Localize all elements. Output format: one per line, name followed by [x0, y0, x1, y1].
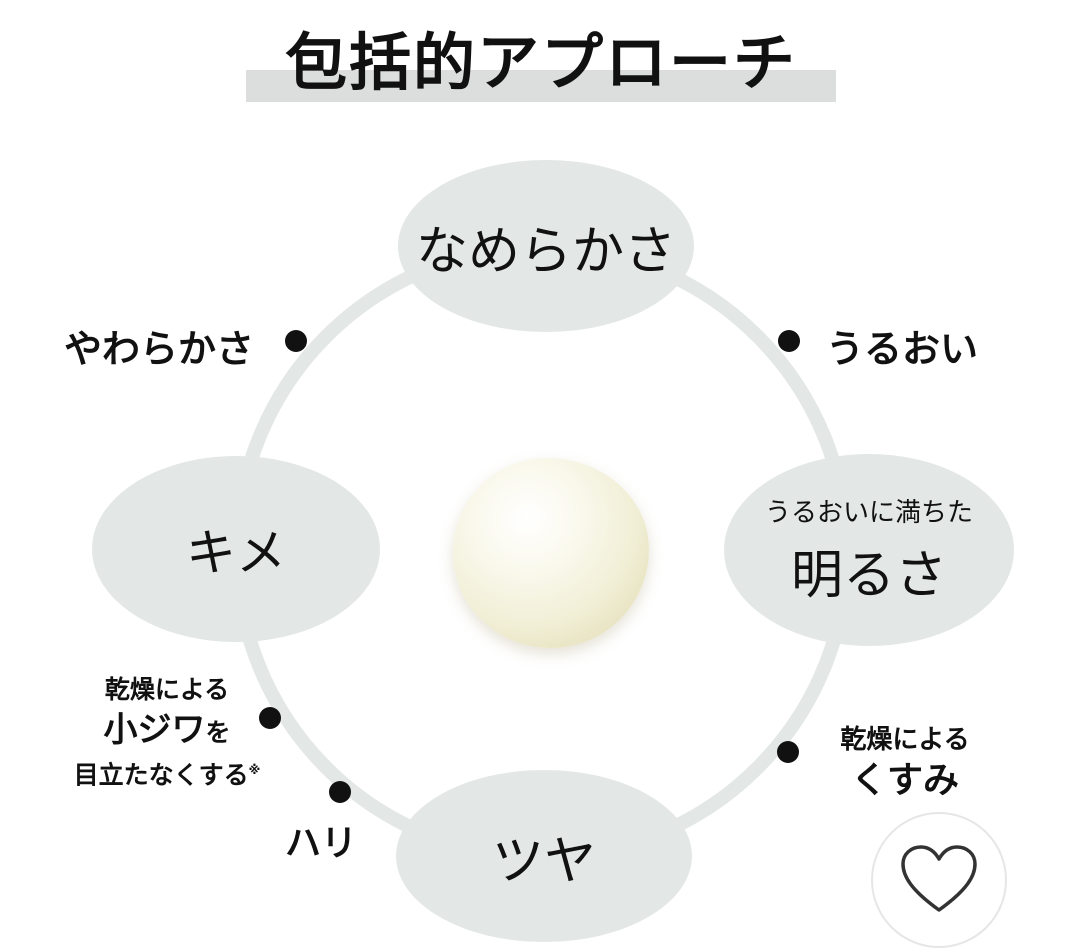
node-brightness: うるおいに満ちた 明るさ — [724, 454, 1014, 646]
heart-icon — [901, 845, 977, 912]
node-gloss: ツヤ — [396, 770, 692, 942]
point-fine-lines-line3-text: 目立たなくする — [73, 760, 249, 790]
page-title: 包括的アプローチ — [284, 26, 797, 99]
dot-softness — [285, 330, 307, 352]
cream-drop-image — [453, 458, 649, 648]
title-underline — [246, 70, 836, 102]
node-brightness-label: 明るさ — [790, 546, 947, 606]
node-gloss-label: ツヤ — [491, 831, 596, 892]
point-fine-lines-line1: 乾燥による — [104, 675, 230, 704]
node-smoothness-label: なめらかさ — [415, 221, 676, 282]
point-fine-lines-big: 小ジワ — [103, 710, 206, 750]
point-fine-lines-line3: 目立たなくする※ — [60, 752, 274, 793]
point-fine-lines-note: ※ — [248, 763, 261, 777]
node-texture: キメ — [92, 456, 380, 642]
point-fine-lines: 乾燥による 小ジワを 目立たなくする※ — [60, 672, 274, 793]
dot-firmness — [329, 781, 351, 803]
point-dullness-line1: 乾燥による — [840, 725, 970, 755]
point-firmness: ハリ — [285, 823, 358, 864]
point-moisture: うるおい — [826, 327, 979, 371]
node-smoothness: なめらかさ — [398, 160, 694, 332]
dot-moisture — [778, 330, 800, 352]
point-fine-lines-particle: を — [205, 718, 231, 747]
node-texture-label: キメ — [186, 524, 286, 582]
dot-dullness — [777, 741, 799, 763]
node-brightness-sub: うるおいに満ちた — [764, 498, 973, 528]
like-button[interactable] — [871, 812, 1007, 948]
point-dullness: 乾燥による くすみ — [830, 722, 980, 804]
point-dullness-big: くすみ — [850, 760, 959, 801]
dot-fine-lines — [259, 707, 281, 729]
point-softness: やわらかさ — [64, 327, 255, 371]
